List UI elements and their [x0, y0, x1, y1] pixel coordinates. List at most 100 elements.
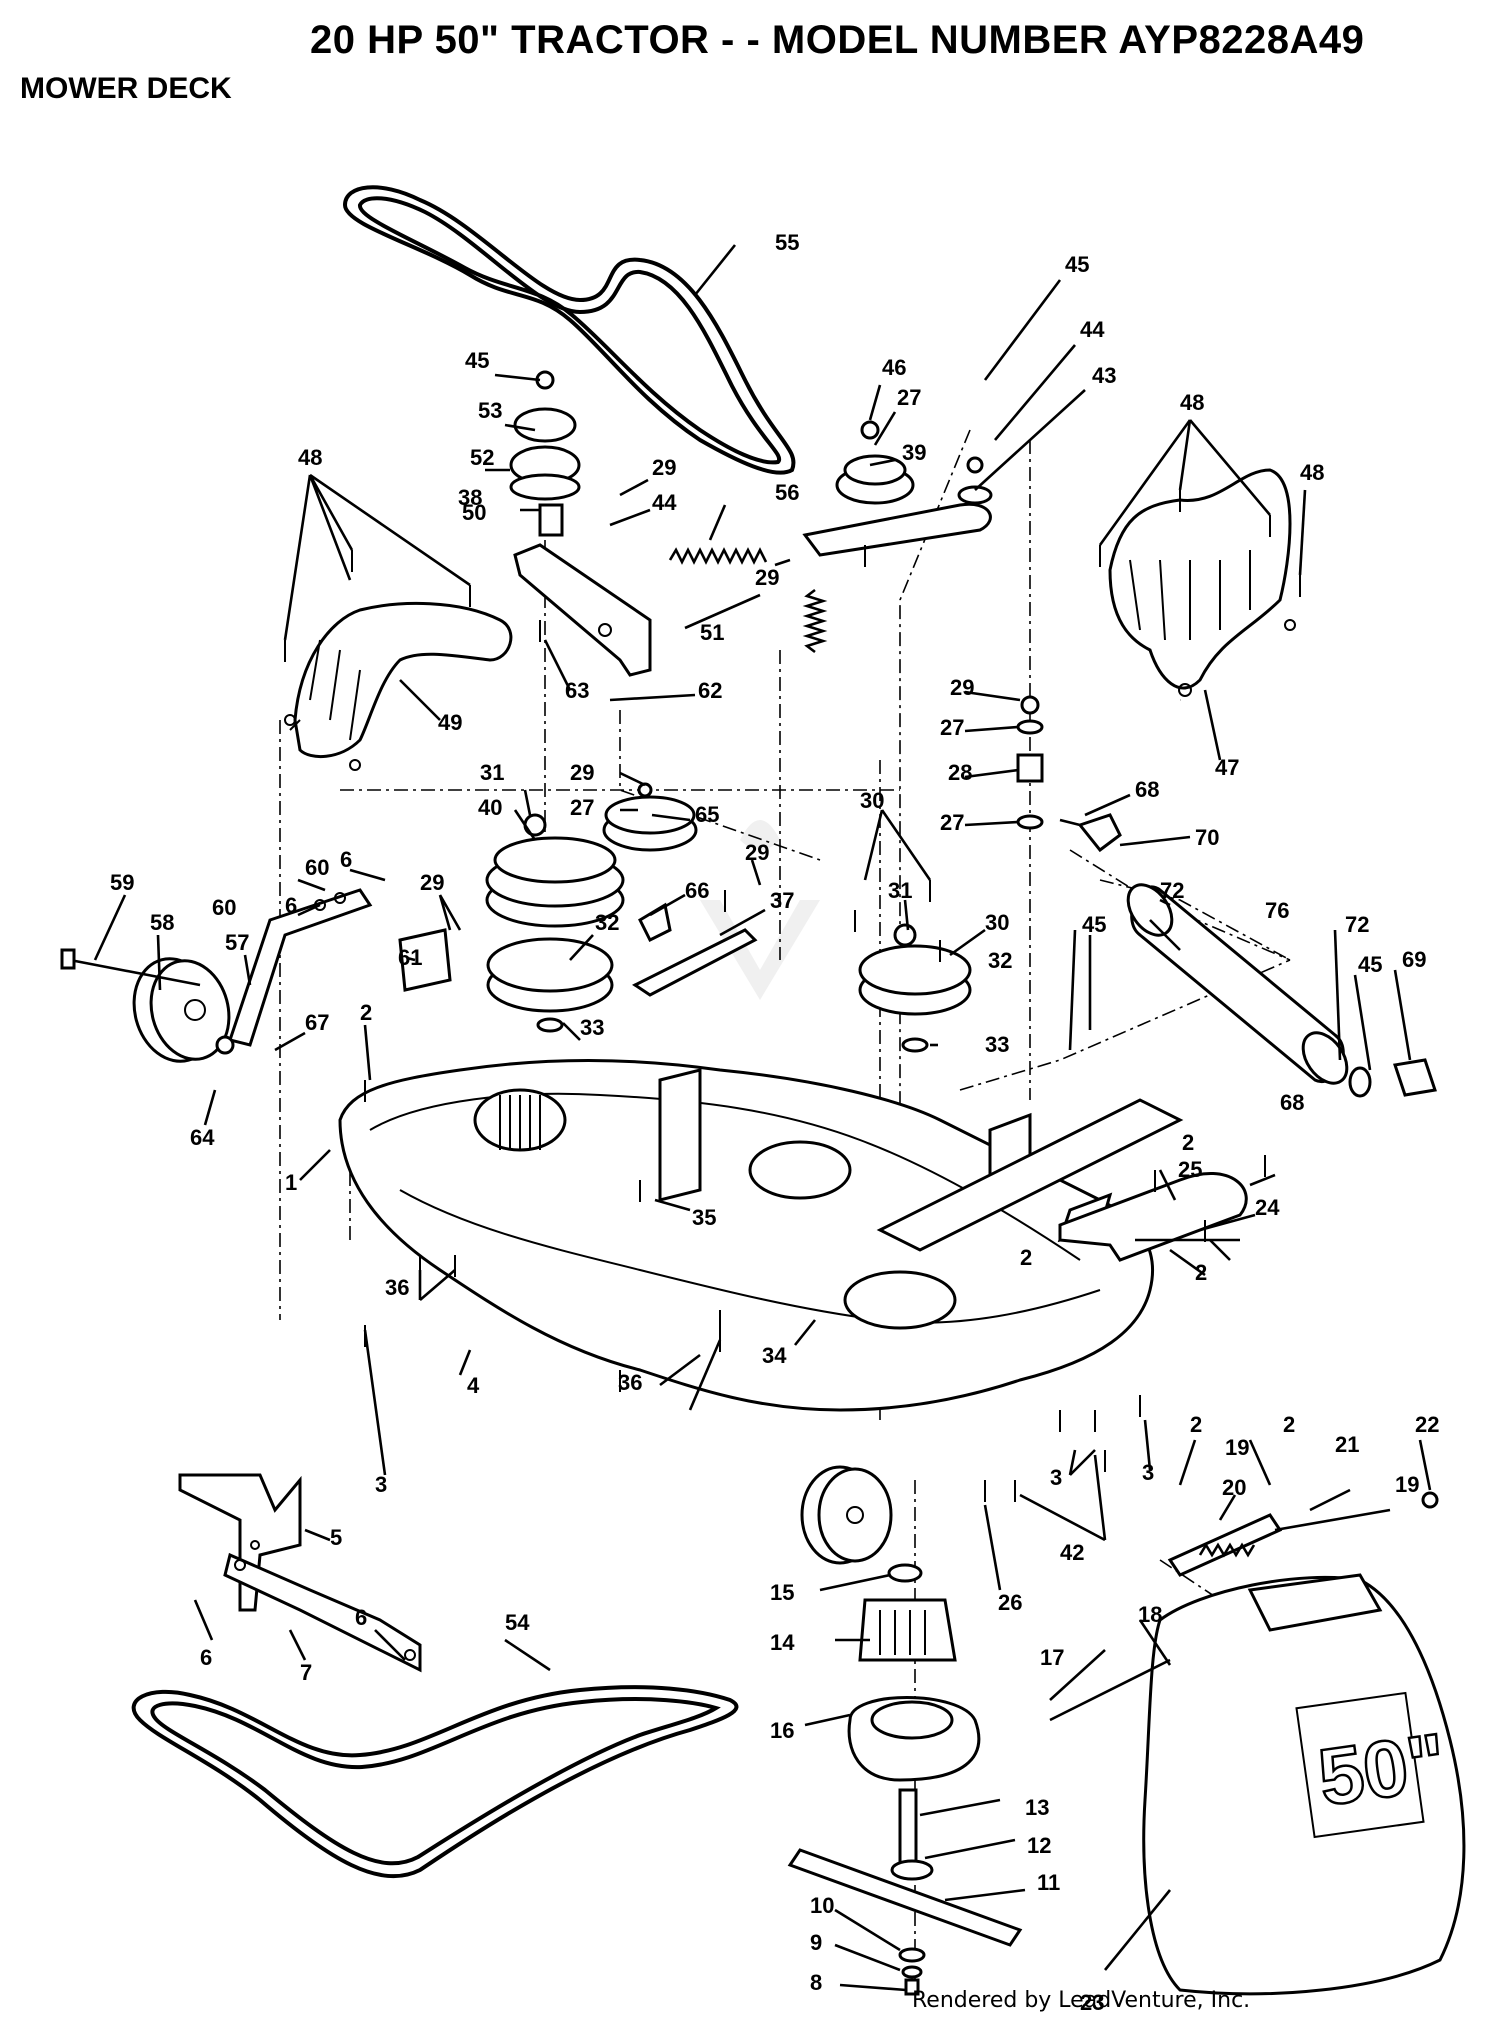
- part-callout-26: 26: [998, 1590, 1022, 1615]
- part-callout-15: 15: [770, 1580, 794, 1605]
- chute-marking: 50": [1313, 1717, 1451, 1823]
- part-callout-69: 69: [1402, 947, 1426, 972]
- part-callout-57: 57: [225, 930, 249, 955]
- part-callout-6: 6: [200, 1645, 212, 1670]
- part-callout-58: 58: [150, 910, 174, 935]
- pulley-part-40: [485, 813, 625, 928]
- part-callout-33: 33: [580, 1015, 604, 1040]
- mower-deck-part-1: [338, 1059, 1184, 1412]
- part-callout-34: 34: [762, 1343, 787, 1368]
- pulley-part-65: [602, 782, 698, 852]
- part-callout-45: 45: [465, 348, 489, 373]
- part-callout-53: 53: [478, 398, 502, 423]
- part-callout-31: 31: [480, 760, 504, 785]
- spring-part-51: [802, 588, 828, 654]
- part-callout-3: 3: [375, 1472, 387, 1497]
- part-callout-2: 2: [360, 1000, 372, 1025]
- part-callout-45: 45: [1082, 912, 1106, 937]
- part-callout-32: 32: [595, 910, 619, 935]
- part-callout-20: 20: [1222, 1475, 1246, 1500]
- part-callout-12: 12: [1027, 1833, 1051, 1858]
- part-callout-45: 45: [1065, 252, 1089, 277]
- part-callout-2: 2: [1190, 1412, 1202, 1437]
- part-callout-30: 30: [860, 788, 884, 813]
- part-callout-29: 29: [950, 675, 974, 700]
- part-callout-62: 62: [698, 678, 722, 703]
- part-callout-46: 46: [882, 355, 906, 380]
- part-callout-49: 49: [438, 710, 462, 735]
- part-callout-60: 60: [305, 855, 329, 880]
- part-callout-35: 35: [692, 1205, 716, 1230]
- part-callout-14: 14: [770, 1630, 795, 1655]
- part-callout-32: 32: [988, 948, 1012, 973]
- part-callout-76: 76: [1265, 898, 1289, 923]
- part-callout-5: 5: [330, 1525, 342, 1550]
- part-callout-30: 30: [985, 910, 1009, 935]
- part-callout-22: 22: [1415, 1412, 1439, 1437]
- upper-belt-part-55: [342, 185, 796, 475]
- part-callout-38: 38: [458, 485, 482, 510]
- part-callout-72: 72: [1345, 912, 1369, 937]
- part-callout-31: 31: [888, 878, 912, 903]
- part-callout-18: 18: [1138, 1602, 1162, 1627]
- wheel-arm-part-57: [215, 888, 373, 1055]
- part-callout-4: 4: [467, 1373, 480, 1398]
- bracket-part-61: [398, 928, 452, 992]
- part-callout-29: 29: [570, 760, 594, 785]
- part-callout-27: 27: [570, 795, 594, 820]
- part-callout-63: 63: [565, 678, 589, 703]
- part-callout-61: 61: [398, 945, 422, 970]
- idler-bracket-part-50: [509, 370, 652, 677]
- part-callout-23: 23: [1080, 1990, 1104, 2015]
- part-callout-37: 37: [770, 888, 794, 913]
- part-callout-9: 9: [810, 1930, 822, 1955]
- part-callout-68: 68: [1280, 1090, 1304, 1115]
- fasteners: [284, 490, 1301, 1502]
- part-callout-47: 47: [1215, 755, 1239, 780]
- part-callout-48: 48: [1300, 460, 1324, 485]
- part-callout-52: 52: [470, 445, 494, 470]
- watermark: [700, 820, 820, 1000]
- part-callout-33: 33: [985, 1032, 1009, 1057]
- belt-guard-right-part-47: [1108, 468, 1296, 697]
- idler-arm-part-43: [802, 420, 993, 557]
- roller-part-76: [1059, 813, 1437, 1098]
- part-callout-68: 68: [1135, 777, 1159, 802]
- pulley-part-32-right: [858, 923, 972, 1053]
- part-callout-6: 6: [355, 1605, 367, 1630]
- part-callout-70: 70: [1195, 825, 1219, 850]
- part-callout-55: 55: [775, 230, 799, 255]
- part-callout-56: 56: [775, 480, 799, 505]
- part-callout-66: 66: [685, 878, 709, 903]
- part-callout-27: 27: [940, 810, 964, 835]
- part-callout-16: 16: [770, 1718, 794, 1743]
- spacer-stack: [1016, 695, 1044, 830]
- part-callout-29: 29: [755, 565, 779, 590]
- part-callout-44: 44: [1080, 317, 1105, 342]
- part-callout-7: 7: [300, 1660, 312, 1685]
- part-callout-29: 29: [652, 455, 676, 480]
- part-callout-3: 3: [1050, 1465, 1062, 1490]
- part-callout-67: 67: [305, 1010, 329, 1035]
- spring-assembly-part-20: [1167, 1491, 1439, 1577]
- baffle-part-24: [1058, 1172, 1248, 1262]
- part-callout-3: 3: [1142, 1460, 1154, 1485]
- part-callout-19: 19: [1395, 1472, 1419, 1497]
- part-callout-11: 11: [1037, 1870, 1060, 1895]
- part-callout-48: 48: [1180, 390, 1204, 415]
- part-callout-36: 36: [385, 1275, 409, 1300]
- part-callout-2: 2: [1020, 1245, 1032, 1270]
- part-callout-28: 28: [948, 760, 972, 785]
- part-callout-64: 64: [190, 1125, 215, 1150]
- part-callout-1: 1: [285, 1170, 297, 1195]
- part-callout-17: 17: [1040, 1645, 1064, 1670]
- part-callout-29: 29: [745, 840, 769, 865]
- part-callout-2: 2: [1182, 1130, 1194, 1155]
- lower-belt-part-54: [131, 1685, 739, 1879]
- part-callout-51: 51: [700, 620, 724, 645]
- part-callout-27: 27: [940, 715, 964, 740]
- part-callout-65: 65: [695, 802, 719, 827]
- belt-guard-left-part-49: [284, 601, 513, 771]
